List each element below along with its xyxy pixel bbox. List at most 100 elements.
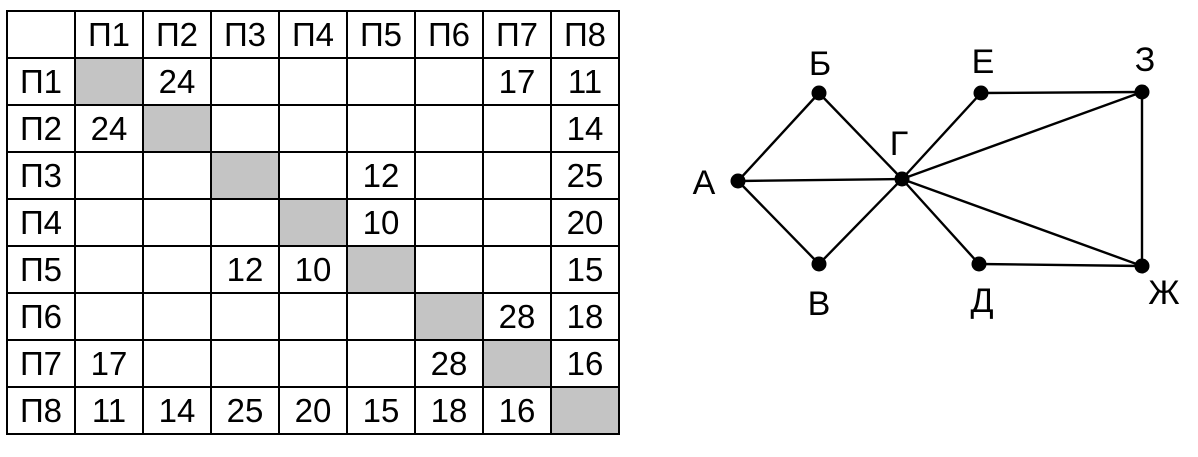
graph-vertex-dot-З — [1134, 84, 1150, 100]
table-cell — [278, 104, 348, 153]
table-cell: 11 — [74, 386, 144, 435]
table-cell: 15 — [346, 386, 416, 435]
table-cell: 10 — [278, 245, 348, 294]
table-cell — [346, 104, 416, 153]
row-header: П6 — [6, 292, 76, 341]
diagonal-cell — [74, 57, 144, 106]
table-cell: 25 — [550, 151, 620, 200]
graph-edge-Е-З — [979, 90, 1144, 95]
table-cell: 28 — [414, 339, 484, 388]
graph-vertex-label-Д: Д — [970, 282, 993, 320]
col-header: П3 — [210, 10, 280, 59]
table-cell — [142, 292, 212, 341]
graph-edge-А-Г — [736, 177, 904, 183]
graph-vertex-dot-Б — [811, 85, 827, 101]
row-header: П4 — [6, 198, 76, 247]
table-cell — [346, 57, 416, 106]
table-cell: 28 — [482, 292, 552, 341]
graph-vertex-label-Ж: Ж — [1148, 274, 1179, 312]
diagonal-cell — [550, 386, 620, 435]
table-cell — [74, 151, 144, 200]
table-cell: 20 — [550, 198, 620, 247]
table-cell: 17 — [74, 339, 144, 388]
col-header: П6 — [414, 10, 484, 59]
col-header: П7 — [482, 10, 552, 59]
graph-vertex-dot-В — [811, 256, 827, 272]
diagonal-cell — [210, 151, 280, 200]
table-cell: 14 — [142, 386, 212, 435]
table-cell — [414, 57, 484, 106]
table-cell: 17 — [482, 57, 552, 106]
graph-edge-Г-Д — [900, 177, 981, 266]
table-cell: 14 — [550, 104, 620, 153]
graph-vertex-label-А: А — [693, 164, 716, 202]
graph-vertex-label-Б: Б — [809, 45, 831, 83]
col-header: П8 — [550, 10, 620, 59]
table-cell — [210, 57, 280, 106]
corner-cell — [6, 10, 76, 59]
table-cell — [142, 198, 212, 247]
table-cell: 15 — [550, 245, 620, 294]
table-cell: 16 — [482, 386, 552, 435]
graph-vertex-dot-А — [730, 173, 746, 189]
table-cell — [210, 339, 280, 388]
table-cell — [278, 292, 348, 341]
table-cell: 24 — [142, 57, 212, 106]
table-cell — [74, 292, 144, 341]
graph-edge-А-В — [736, 179, 821, 266]
table-cell — [74, 245, 144, 294]
table-cell — [482, 104, 552, 153]
row-header: П2 — [6, 104, 76, 153]
graph-edge-В-Г — [817, 177, 904, 266]
table-cell: 18 — [550, 292, 620, 341]
table-cell — [414, 151, 484, 200]
graph-vertex-label-З: З — [1135, 41, 1156, 79]
diagonal-cell — [346, 245, 416, 294]
row-header: П8 — [6, 386, 76, 435]
table-cell — [414, 198, 484, 247]
graph-edge-Д-Ж — [977, 262, 1144, 268]
diagonal-cell — [142, 104, 212, 153]
diagonal-cell — [414, 292, 484, 341]
row-header: П5 — [6, 245, 76, 294]
graph-vertex-dot-Ж — [1134, 258, 1150, 274]
table-cell — [482, 198, 552, 247]
table-cell: 20 — [278, 386, 348, 435]
col-header: П1 — [74, 10, 144, 59]
graph-vertex-dot-Д — [971, 256, 987, 272]
graph-vertex-label-Е: Е — [972, 43, 995, 81]
table-cell — [210, 104, 280, 153]
graph-edge-Г-Ж — [900, 177, 1144, 268]
table-cell — [346, 292, 416, 341]
table-cell — [414, 104, 484, 153]
table-cell: 24 — [74, 104, 144, 153]
table-cell: 16 — [550, 339, 620, 388]
table-cell — [210, 292, 280, 341]
graph-edge-Г-З — [900, 90, 1144, 181]
table-cell: 25 — [210, 386, 280, 435]
graph-edge-Б-Г — [817, 91, 904, 181]
col-header: П5 — [346, 10, 416, 59]
table-cell — [142, 339, 212, 388]
graph-edge-Г-Е — [900, 91, 983, 181]
table-cell: 12 — [346, 151, 416, 200]
table-cell — [482, 245, 552, 294]
table-cell: 12 — [210, 245, 280, 294]
table-cell: 11 — [550, 57, 620, 106]
table-cell — [210, 198, 280, 247]
table-cell — [346, 339, 416, 388]
table-cell — [142, 245, 212, 294]
table-cell — [278, 57, 348, 106]
table-cell — [414, 245, 484, 294]
